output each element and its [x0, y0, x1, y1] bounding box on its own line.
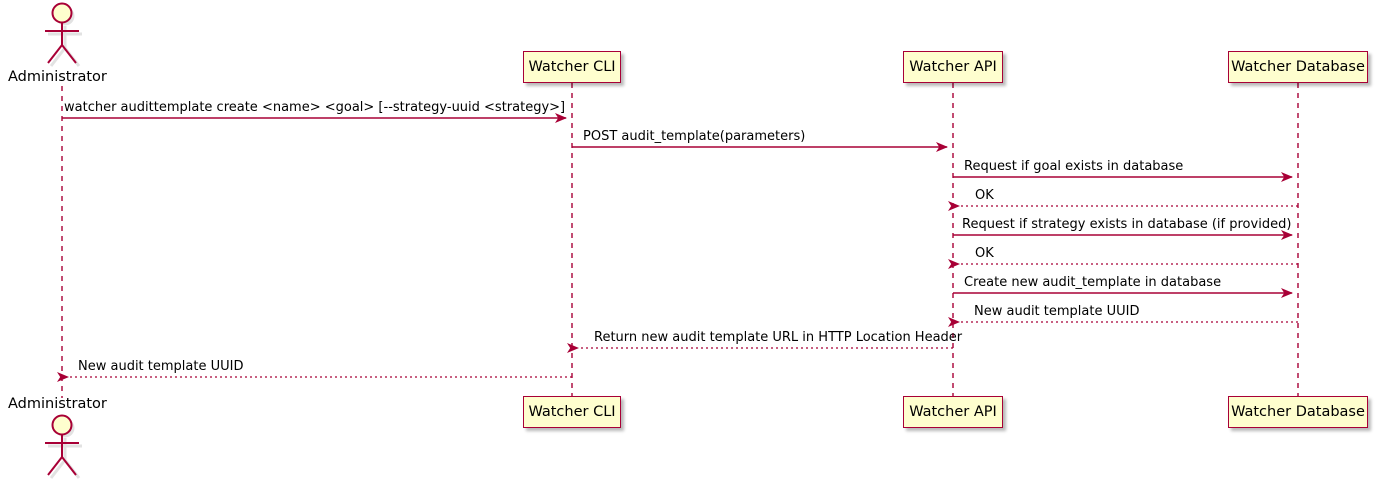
message-label-9: Return new audit template URL in HTTP Lo…	[594, 330, 963, 345]
message-label-3: Request if goal exists in database	[964, 159, 1184, 174]
message-label-5: Request if strategy exists in database (…	[962, 217, 1292, 232]
participant-box-watcher-cli-top[interactable]: Watcher CLI	[523, 51, 621, 83]
participant-label-watcher-database: Watcher Database	[1231, 404, 1365, 420]
participant-label-watcher-cli: Watcher CLI	[528, 404, 616, 420]
participant-label-watcher-database: Watcher Database	[1231, 59, 1365, 75]
actor-administrator-top	[45, 2, 82, 67]
participant-label-watcher-cli: Watcher CLI	[528, 59, 616, 75]
message-label-10: New audit template UUID	[78, 359, 244, 374]
participant-label-watcher-api: Watcher API	[909, 59, 997, 75]
participant-box-watcher-database-bottom[interactable]: Watcher Database	[1228, 396, 1368, 428]
message-label-1: watcher audittemplate create <name> <goa…	[64, 100, 566, 115]
participant-box-watcher-database-top[interactable]: Watcher Database	[1228, 51, 1368, 83]
message-label-7: Create new audit_template in database	[964, 275, 1222, 290]
actor-label-administrator-bottom: Administrator	[8, 396, 107, 412]
participant-box-watcher-api-top[interactable]: Watcher API	[903, 51, 1003, 83]
message-label-4: OK	[975, 188, 994, 203]
message-label-6: OK	[975, 246, 994, 261]
participant-box-watcher-cli-bottom[interactable]: Watcher CLI	[523, 396, 621, 428]
actor-label-administrator-top: Administrator	[8, 69, 107, 85]
participant-box-watcher-api-bottom[interactable]: Watcher API	[903, 396, 1003, 428]
participant-label-watcher-api: Watcher API	[909, 404, 997, 420]
message-label-2: POST audit_template(parameters)	[583, 129, 806, 144]
message-label-8: New audit template UUID	[974, 304, 1140, 319]
actor-administrator-bottom	[45, 414, 82, 479]
